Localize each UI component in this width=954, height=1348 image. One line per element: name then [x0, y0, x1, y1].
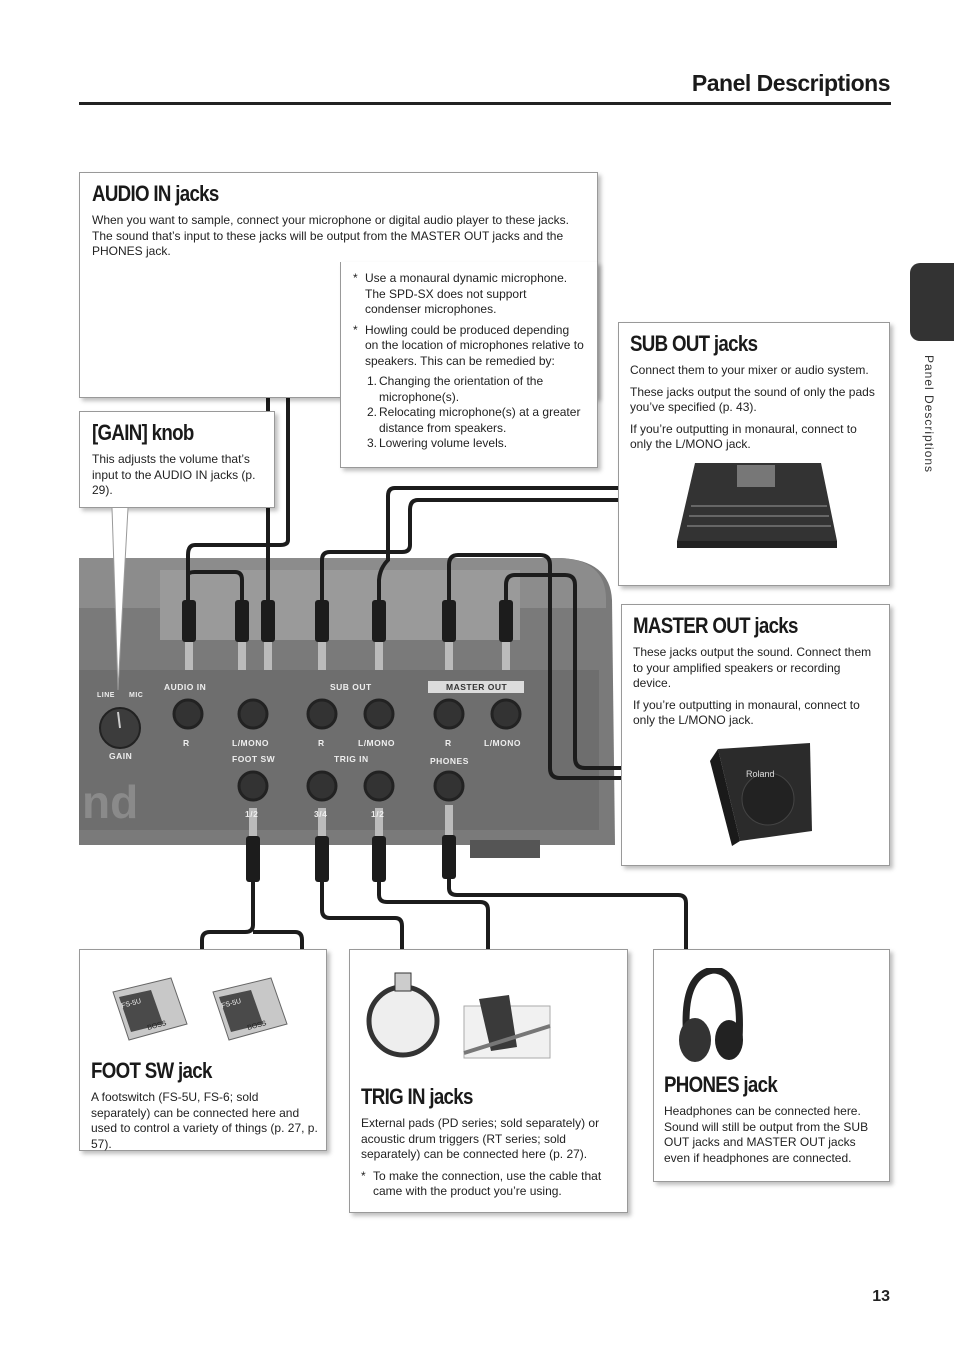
brand-fragment: nd [82, 776, 138, 828]
panel-label-r: R [183, 738, 190, 748]
foot-sw-desc: A footswitch (FS-5U, FS-6; sold separate… [91, 1090, 318, 1151]
audio-in-step: 1.Changing the orientation of the microp… [367, 374, 544, 404]
panel-label-phones: PHONES [430, 756, 469, 766]
panel-label-lmono: L/MONO [232, 738, 269, 748]
foot-sw-heading: FOOT SW jack [91, 1058, 212, 1083]
master-out-box: MASTER OUT jacks These jacks output the … [621, 604, 890, 866]
side-tab [910, 263, 954, 341]
jack-trig-12 [363, 770, 395, 802]
mixer-image [677, 463, 837, 548]
master-out-p2: If you’re outputting in monaural, connec… [633, 697, 860, 728]
sub-out-box: SUB OUT jacks Connect them to your mixer… [618, 322, 890, 586]
amp-brand-label: Roland [746, 769, 775, 779]
sub-out-p1: Connect them to your mixer or audio syst… [630, 363, 869, 377]
gain-box: [GAIN] knob This adjusts the volume that… [79, 411, 275, 508]
audio-in-note-1: Use a monaural dynamic microphone. The S… [353, 271, 585, 318]
audio-in-step: 2.Relocating microphone(s) at a greater … [367, 405, 581, 435]
jack-master-out-r [433, 698, 465, 730]
jack-sub-out-l [363, 698, 395, 730]
trigger-images [366, 972, 551, 1059]
panel-label-lmono: L/MONO [358, 738, 395, 748]
panel-jacks [172, 698, 522, 802]
audio-in-steps: 1.Changing the orientation of the microp… [353, 374, 585, 452]
audio-in-notes-box: Use a monaural dynamic microphone. The S… [340, 262, 598, 468]
jack-phones [433, 770, 465, 802]
gain-heading: [GAIN] knob [92, 420, 194, 445]
trig-in-note: To make the connection, use the cable th… [361, 1169, 619, 1200]
plugs-top [182, 600, 513, 670]
panel-label-sub-out: SUB OUT [330, 682, 372, 692]
boss-label: BOSS [147, 1020, 168, 1032]
page-number: 13 [872, 1288, 890, 1305]
panel-label-r: R [318, 738, 325, 748]
jack-audio-in-l [237, 698, 269, 730]
panel-label-foot-sw: FOOT SW [232, 754, 276, 764]
foot-sw-box: FS-5U BOSS FS-5U BOSS FOOT SW jack A foo… [79, 949, 327, 1151]
jack-audio-in-r [172, 698, 204, 730]
panel-label-r: R [445, 738, 452, 748]
trig-in-box: TRIG IN jacks External pads (PD series; … [349, 949, 628, 1213]
footswitch-images: FS-5U BOSS FS-5U BOSS [112, 977, 288, 1041]
phones-heading: PHONES jack [664, 1072, 778, 1097]
page-title: Panel Descriptions [691, 70, 891, 96]
jack-foot-sw [237, 770, 269, 802]
amp-image: Roland [710, 743, 812, 846]
gain-desc: This adjusts the volume that’s input to … [92, 452, 256, 497]
plugs-bottom [246, 805, 456, 882]
audio-in-step: 3.Lowering volume levels. [367, 436, 508, 450]
panel-label-trig-in: TRIG IN [334, 754, 369, 764]
jack-trig-34 [306, 770, 338, 802]
phones-box: PHONES jack Headphones can be connected … [653, 949, 890, 1182]
audio-in-heading: AUDIO IN jacks [92, 181, 219, 206]
jack-sub-out-r [306, 698, 338, 730]
headphones-image [679, 968, 743, 1062]
fs5u-label: FS-5U [121, 998, 142, 1010]
sub-out-p2: These jacks output the sound of only the… [630, 384, 875, 415]
sub-out-heading: SUB OUT jacks [630, 331, 758, 356]
panel-label-line: LINE [97, 692, 115, 699]
panel-label-audio-in: AUDIO IN [164, 682, 207, 692]
audio-in-note-2: Howling could be produced depending on t… [353, 323, 585, 370]
trig-in-desc: External pads (PD series; sold separatel… [361, 1116, 600, 1161]
panel-label-12: 1/2 [371, 809, 385, 819]
side-label: Panel Descriptions [922, 355, 936, 474]
trig-in-heading: TRIG IN jacks [361, 1084, 473, 1109]
panel-label-lmono: L/MONO [484, 738, 521, 748]
jack-master-out-l [490, 698, 522, 730]
sub-out-p3: If you’re outputting in monaural, connec… [630, 421, 857, 452]
master-out-p1: These jacks output the sound. Connect th… [633, 645, 872, 690]
gain-knob [99, 707, 141, 749]
panel-label-34: 3/4 [314, 809, 328, 819]
panel-label-12: 1/2 [245, 809, 259, 819]
device-rear-panel: nd [79, 558, 615, 858]
fs5u-label: FS-5U [221, 998, 242, 1010]
phones-desc: Headphones can be connected here. Sound … [664, 1104, 869, 1165]
audio-in-desc: When you want to sample, connect your mi… [92, 213, 569, 258]
panel-label-gain: GAIN [109, 751, 133, 761]
title-rule [79, 102, 891, 105]
panel-label-mic: MIC [129, 692, 144, 699]
master-out-heading: MASTER OUT jacks [633, 613, 798, 638]
panel-label-master-out: MASTER OUT [446, 682, 508, 692]
boss-label: BOSS [247, 1020, 268, 1032]
